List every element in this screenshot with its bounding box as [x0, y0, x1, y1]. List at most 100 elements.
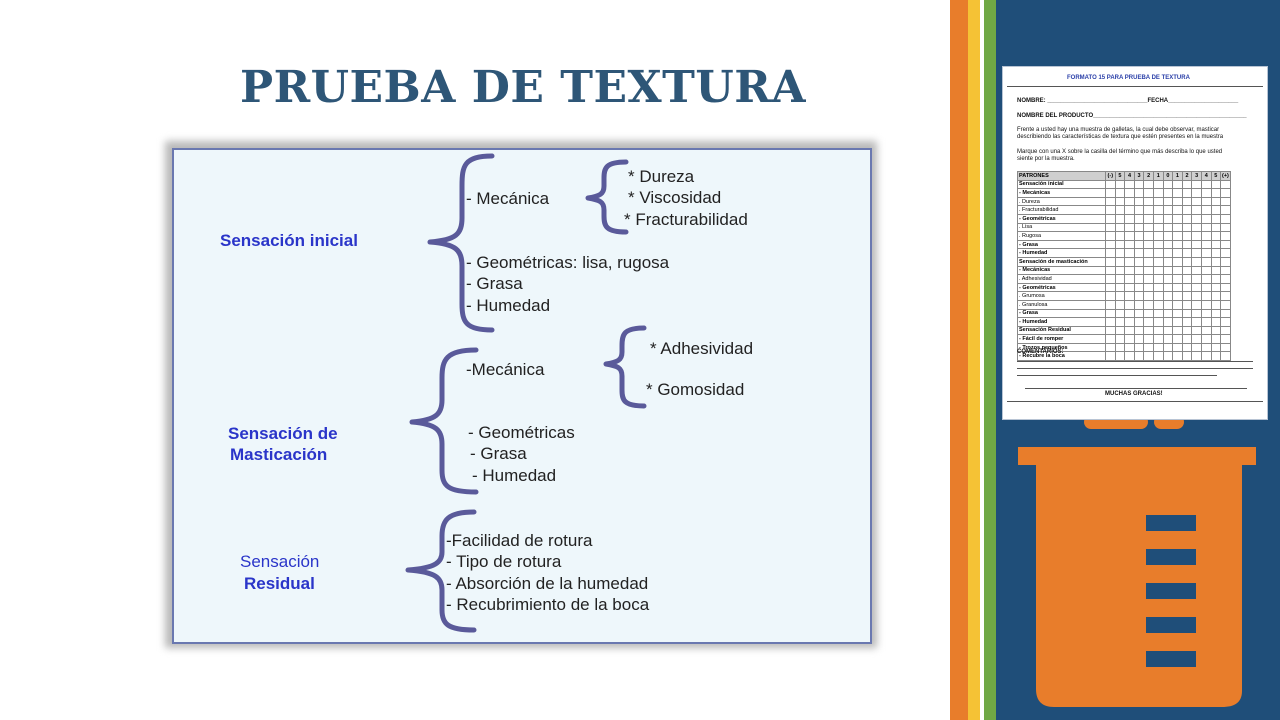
form-table-checkbox-cell [1181, 179, 1193, 190]
form-table-checkbox-cell [1210, 231, 1222, 241]
form-table-checkbox-cell [1124, 308, 1135, 319]
masticacion-otro-item: - Humedad [472, 466, 557, 485]
form-table-checkbox-cell [1105, 291, 1116, 301]
form-table-checkbox-cell [1105, 188, 1116, 198]
form-table-row-label: - Humedad [1017, 248, 1106, 258]
form-table-checkbox-cell [1210, 239, 1222, 250]
form-table-header-cell: 4 [1124, 171, 1135, 181]
form-table-checkbox-cell [1124, 239, 1135, 250]
form-table-checkbox-cell [1172, 351, 1183, 362]
form-table-checkbox-cell [1114, 179, 1126, 190]
form-table-checkbox-cell [1210, 317, 1222, 327]
form-table-checkbox-cell [1191, 179, 1202, 190]
form-table-checkbox-cell [1162, 317, 1174, 327]
form-table-checkbox-cell [1152, 256, 1164, 267]
form-table-checkbox-cell [1133, 351, 1145, 362]
inicial-sub-item: * Fracturabilidad [624, 210, 748, 229]
form-table-row-label: - Humedad [1017, 317, 1106, 327]
form-table-checkbox-cell [1162, 351, 1174, 362]
form-table-row-label: . Grumosa [1017, 291, 1106, 301]
form-table-checkbox-cell [1181, 334, 1193, 344]
form-instruction: Marque con una X sobre la casilla del té… [1017, 149, 1223, 155]
form-table-checkbox-cell [1220, 231, 1231, 241]
form-table-checkbox-cell [1191, 205, 1202, 215]
form-table-checkbox-cell [1143, 274, 1154, 284]
form-table-checkbox-cell [1210, 351, 1222, 362]
form-table-checkbox-cell [1152, 196, 1164, 207]
form-table-checkbox-cell [1200, 265, 1212, 276]
form-table-checkbox-cell [1143, 231, 1154, 241]
form-table-checkbox-cell [1105, 334, 1116, 344]
form-table-checkbox-cell [1162, 342, 1174, 353]
form-table-checkbox-cell [1152, 188, 1164, 198]
form-table-checkbox-cell [1200, 239, 1212, 250]
form-table-checkbox-cell [1133, 188, 1145, 198]
form-table-row: - Fácil de romper [1017, 334, 1231, 344]
form-table-checkbox-cell [1152, 205, 1164, 215]
beaker-icon [1018, 415, 1256, 707]
form-table-checkbox-cell [1143, 196, 1154, 207]
form-table-checkbox-cell [1152, 179, 1164, 190]
form-table-checkbox-cell [1124, 282, 1135, 293]
form-table-checkbox-cell [1162, 325, 1174, 336]
form-table-checkbox-cell [1152, 282, 1164, 293]
form-table-checkbox-cell [1210, 334, 1222, 344]
form-table-checkbox-cell [1162, 282, 1174, 293]
form-table-checkbox-cell [1191, 274, 1202, 284]
form-table-checkbox-cell [1124, 317, 1135, 327]
form-table-row: - Recubre la boca [1017, 351, 1231, 362]
form-table-checkbox-cell [1105, 317, 1116, 327]
form-table-checkbox-cell [1181, 196, 1193, 207]
form-table-checkbox-cell [1220, 188, 1231, 198]
category-sensacion-residual-line1: Sensación [240, 552, 320, 571]
form-table-checkbox-cell [1200, 205, 1212, 215]
form-table-checkbox-cell [1220, 317, 1231, 327]
form-table-checkbox-cell [1210, 188, 1222, 198]
form-table-checkbox-cell [1191, 334, 1202, 344]
form-table-checkbox-cell [1200, 196, 1212, 207]
form-table-checkbox-cell [1143, 213, 1154, 224]
form-table-checkbox-cell [1200, 256, 1212, 267]
form-table-checkbox-cell [1181, 291, 1193, 301]
form-table-row-label: - Grasa [1017, 239, 1106, 250]
form-table-checkbox-cell [1210, 205, 1222, 215]
form-instruction: Frente a usted hay una muestra de gallet… [1017, 127, 1220, 133]
form-table-row: - Humedad [1017, 248, 1231, 258]
form-table-checkbox-cell [1114, 342, 1126, 353]
form-table-row-label: - Geométricas [1017, 213, 1106, 224]
form-table-checkbox-cell [1114, 231, 1126, 241]
form-table-checkbox-cell [1133, 274, 1145, 284]
form-table-checkbox-cell [1210, 248, 1222, 258]
form-table-checkbox-cell [1162, 222, 1174, 233]
form-table-checkbox-cell [1105, 248, 1116, 258]
category-sensacion-masticacion-line2: Masticación [230, 445, 328, 464]
slide-title: PRUEBA DE TEXTURA [240, 62, 806, 113]
form-nombre: NOMBRE: ______________________________FE… [1017, 98, 1239, 104]
form-table-row: . Adhesividad [1017, 274, 1231, 284]
stripe-orange [950, 0, 968, 720]
form-table-checkbox-cell [1200, 299, 1212, 310]
form-table-checkbox-cell [1133, 231, 1145, 241]
form-table-row-label: - Fácil de romper [1017, 334, 1106, 344]
form-table-checkbox-cell [1143, 179, 1154, 190]
form-table-checkbox-cell [1105, 196, 1116, 207]
form-table-checkbox-cell [1191, 291, 1202, 301]
residual-item: - Recubrimiento de la boca [446, 595, 650, 614]
form-table-header-cell: 5 [1114, 171, 1126, 181]
form-table-checkbox-cell [1133, 282, 1145, 293]
form-table-checkbox-cell [1191, 213, 1202, 224]
form-table-checkbox-cell [1200, 213, 1212, 224]
form-table-checkbox-cell [1152, 222, 1164, 233]
form-table-checkbox-cell [1152, 351, 1164, 362]
form-table-checkbox-cell [1200, 325, 1212, 336]
form-table-checkbox-cell [1143, 299, 1154, 310]
form-table-checkbox-cell [1114, 248, 1126, 258]
form-table-checkbox-cell [1152, 342, 1164, 353]
form-table-row: - Grasa [1017, 239, 1231, 250]
form-table-checkbox-cell [1181, 231, 1193, 241]
form-title: FORMATO 15 PARA PRUEBA DE TEXTURA [1067, 75, 1190, 81]
form-table-checkbox-cell [1172, 342, 1183, 353]
form-table-checkbox-cell [1200, 282, 1212, 293]
form-table-checkbox-cell [1191, 299, 1202, 310]
form-table-checkbox-cell [1114, 291, 1126, 301]
